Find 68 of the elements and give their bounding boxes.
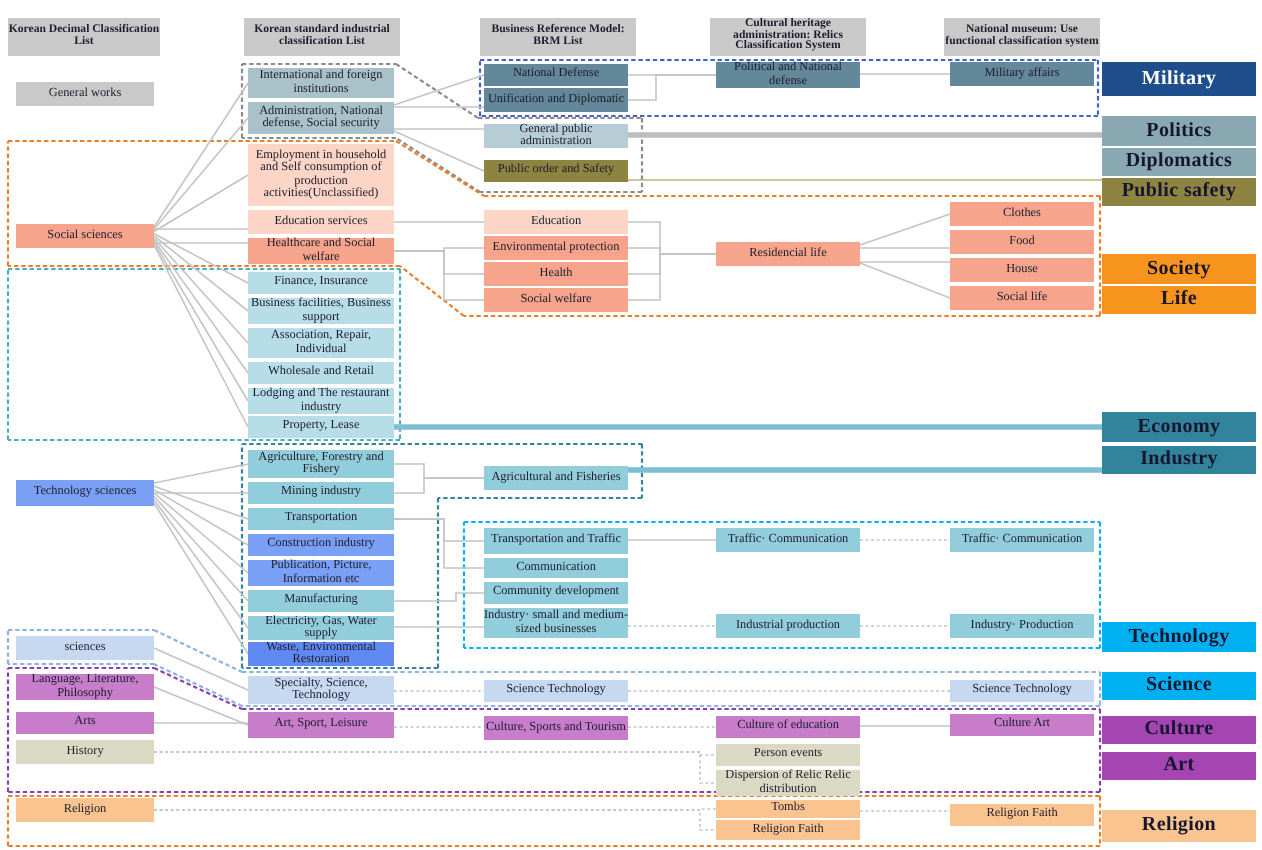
connector-line: [859, 625, 951, 627]
connector-line: [393, 130, 485, 172]
connector-line: [153, 463, 249, 484]
theme-label: Culture: [1102, 716, 1256, 744]
connector-line: [153, 809, 717, 831]
connector-line: [628, 132, 1102, 138]
connector-line: [153, 241, 249, 402]
theme-label: Religion: [1102, 810, 1256, 842]
connector-line: [627, 253, 717, 301]
theme-label: Military: [1102, 62, 1256, 96]
connector-line: [859, 213, 951, 246]
theme-label: Industry: [1102, 446, 1256, 474]
connector-line: [153, 492, 249, 494]
connector-line: [393, 726, 485, 728]
connector-line: [393, 106, 485, 108]
theme-label: Economy: [1102, 412, 1256, 442]
connector-line: [393, 74, 485, 106]
connector-line: [859, 261, 951, 263]
connector-line: [859, 73, 951, 75]
connector-line: [153, 235, 249, 312]
connector-line: [393, 250, 485, 301]
connector-line: [153, 502, 249, 655]
connector-line: [153, 242, 249, 244]
theme-label: Public safety: [1102, 178, 1256, 206]
connector-line: [627, 539, 717, 541]
connector-line: [153, 232, 249, 284]
connector-line: [153, 82, 249, 228]
theme-label: Society: [1102, 254, 1256, 284]
theme-label: Art: [1102, 752, 1256, 780]
connector-line: [628, 467, 1102, 473]
connector-line: [153, 488, 249, 546]
connector-line: [393, 592, 485, 602]
connector-line: [393, 221, 485, 223]
theme-label: Life: [1102, 286, 1256, 314]
connector-line: [393, 128, 485, 130]
connector-line: [393, 690, 485, 692]
connector-line: [627, 179, 1103, 181]
connector-line: [153, 722, 249, 724]
connector-line: [153, 117, 249, 231]
connector-line: [393, 518, 485, 569]
connector-line: [627, 690, 951, 692]
theme-label: Diplomatics: [1102, 148, 1256, 176]
connector-line: [153, 485, 249, 520]
connector-line: [859, 810, 951, 812]
theme-label: Technology: [1102, 622, 1256, 652]
connector-line: [153, 174, 249, 233]
theme-label: Science: [1102, 672, 1256, 700]
connector-line: [153, 244, 249, 428]
connector-line: [153, 492, 249, 574]
connector-line: [153, 239, 249, 374]
connector-line: [627, 625, 717, 627]
connector-line: [153, 498, 249, 629]
connector-line: [394, 424, 1102, 430]
connector-line: [153, 495, 249, 602]
connector-line: [859, 725, 951, 727]
connector-line: [153, 228, 249, 230]
connector-line: [859, 247, 951, 249]
connector-line: [627, 726, 717, 728]
connector-line: [393, 477, 485, 494]
connector-line: [627, 74, 717, 101]
connector-line: [153, 686, 249, 726]
connector-line: [393, 626, 485, 628]
connector-line: [153, 647, 249, 691]
theme-label: Politics: [1102, 116, 1256, 146]
connector-line: [153, 237, 249, 344]
connector-line: [859, 262, 951, 299]
connector-line: [859, 539, 951, 541]
connector-line: [153, 751, 717, 784]
